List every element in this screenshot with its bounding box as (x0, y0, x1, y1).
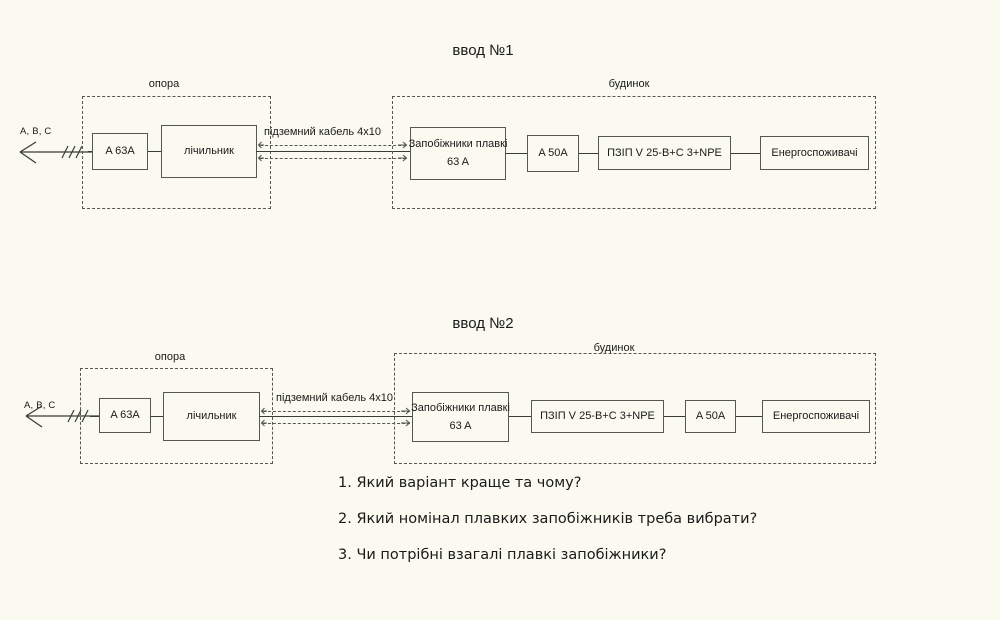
diagram-1-block-breaker-63a: A 63A (92, 133, 148, 170)
diagram-1-wire-breaker-meter (148, 151, 162, 153)
questions-list: 1. Який варіант краще та чому? 2. Який н… (338, 474, 938, 582)
diagram-2-trench-bottom (263, 423, 410, 424)
diagram-2-title: ввод №2 (452, 315, 514, 332)
block-label: лічильник (186, 410, 237, 422)
block-label: Енергоспоживачі (771, 146, 858, 159)
diagram-2-wire-breaker-consumers (736, 416, 763, 418)
diagram-2-cable-conductor (259, 416, 414, 418)
diagram-2-wire-breaker-meter (151, 416, 164, 418)
diagram-1-trench-bottom (260, 158, 406, 159)
diagram-2-incoming-phase-label: A, B, C (24, 400, 56, 411)
diagram-1-block-meter: лічильник (161, 125, 257, 178)
question-item: 3. Чи потрібні взагалі плавкі запобіжник… (338, 547, 667, 563)
diagram-2-block-breaker-63a: A 63A (99, 398, 151, 433)
block-label: A 50A (538, 147, 568, 159)
diagram-1-pole-zone-label: опора (148, 78, 180, 90)
block-label: A 50A (695, 410, 726, 422)
diagram-1-incoming-arrow-icon (19, 141, 96, 164)
diagram-2-trench-top (263, 411, 410, 412)
diagram-2-block-meter: лічильник (163, 392, 260, 441)
diagram-1-wire-breaker-spd (579, 153, 599, 155)
diagram-2-house-zone-label: будинок (593, 342, 635, 354)
diagram-1-wire-spd-consumers (731, 153, 761, 155)
block-label: Запобіжники плавкі (411, 401, 510, 414)
diagram-1-cable-label: підземний кабель 4x10 (264, 126, 381, 138)
diagram-1-block-spd: ПЗІП V 25-B+C 3+NPE (598, 136, 731, 170)
diagram-1-trench-top (260, 145, 406, 146)
diagram-2-pole-zone-label: опора (154, 351, 186, 363)
diagram-1-cable-conductor (256, 151, 412, 153)
diagram-2-block-consumers: Енергоспоживачі (762, 400, 870, 433)
diagram-2-cable-label: підземний кабель 4x10 (276, 392, 393, 404)
diagram-1-wire-fuses-breaker (506, 153, 528, 155)
diagram-2-trench-arrowheads-icon (260, 407, 411, 427)
block-label: A 63A (110, 409, 140, 421)
diagram-1-trench-arrowheads-icon (257, 141, 408, 162)
diagram-1-block-consumers: Енергоспоживачі (760, 136, 869, 170)
diagram-2-wire-spd-breaker (664, 416, 686, 418)
question-item: 2. Який номінал плавких запобіжників тре… (338, 511, 758, 527)
diagram-2-wire-in-breaker (90, 416, 100, 418)
question-item: 1. Який варіант краще та чому? (338, 475, 582, 491)
diagram-1-house-zone (392, 96, 876, 209)
block-sublabel: 63 A (449, 419, 472, 432)
diagram-1-title: ввод №1 (452, 42, 514, 59)
diagram-1-block-fuses: Запобіжники плавкі 63 A (408, 127, 508, 180)
diagram-2-block-fuses: Запобіжники плавкі 63 A (411, 392, 510, 442)
block-label: ПЗІП V 25-B+C 3+NPE (607, 146, 722, 159)
diagram-1-house-zone-label: будинок (608, 78, 650, 90)
diagram-2-house-zone (394, 353, 876, 464)
block-label: лічильник (184, 145, 234, 157)
diagram-2-wire-fuses-spd (509, 416, 532, 418)
block-label: A 63A (105, 145, 135, 157)
diagram-2-incoming-arrow-icon (25, 405, 102, 428)
block-label: ПЗІП V 25-B+C 3+NPE (540, 410, 655, 422)
diagram-1-pole-zone (82, 96, 271, 209)
diagram-2-block-breaker-50a: A 50A (685, 400, 736, 433)
block-label: Енергоспоживачі (772, 410, 860, 422)
block-sublabel: 63 A (446, 156, 470, 168)
diagram-1-incoming-phase-label: A, B, C (20, 126, 52, 137)
diagram-2-block-spd: ПЗІП V 25-B+C 3+NPE (531, 400, 664, 433)
block-label: Запобіжники плавкі (408, 138, 508, 150)
diagram-1-block-breaker-50a: A 50A (527, 135, 579, 172)
